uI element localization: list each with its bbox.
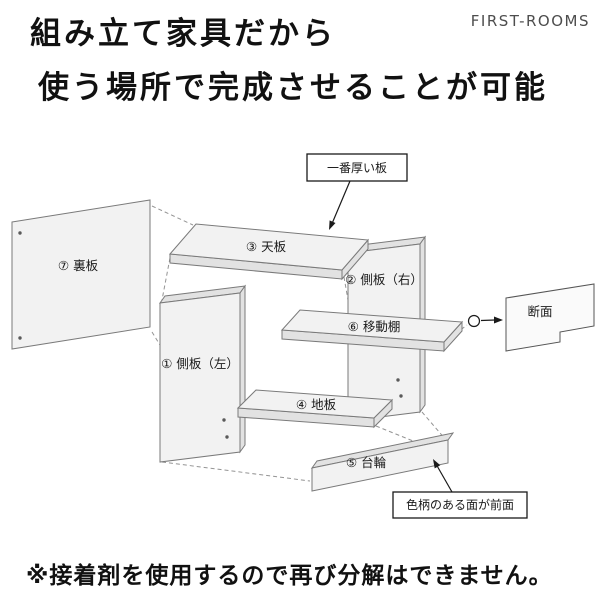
- cross-section-arrowhead: [494, 316, 503, 324]
- side-board-left-label: ① 側板（左）: [161, 356, 239, 371]
- callout-thickest-arrowhead: [329, 220, 336, 230]
- footnote: ※接着剤を使用するので再び分解はできません。: [26, 563, 553, 589]
- movable-shelf: ⑥ 移動棚: [280, 309, 464, 353]
- callout-thickest-label: 一番厚い板: [327, 161, 387, 175]
- callout-thickest-box: [306, 153, 408, 182]
- callout-front-arrow-line: [435, 463, 453, 493]
- movable-shelf-shape: [280, 309, 464, 343]
- base-board-label: ⑤ 台輪: [346, 455, 387, 470]
- brand-logo: FIRST-ROOMS: [470, 12, 590, 30]
- side-board-left-shape: [159, 292, 241, 463]
- callout-front-box: [392, 491, 528, 519]
- back-board: ⑦ 裏板: [11, 199, 151, 350]
- callout-front-label: 色柄のある面が前面: [406, 497, 514, 512]
- cross-section-arrow-line: [480, 319, 496, 322]
- callout-front-arrowhead: [433, 459, 441, 469]
- back-board-shape: [11, 199, 151, 350]
- side-board-left: ① 側板（左）: [158, 284, 247, 463]
- side-board-right-label: ② 側板（右）: [345, 272, 423, 287]
- callout-thickest-board: 一番厚い板: [306, 153, 408, 230]
- base-board: ⑤ 台輪: [310, 432, 455, 492]
- cross-section-label: 断面: [527, 304, 552, 319]
- callout-thickest-arrow-line: [330, 180, 351, 227]
- movable-shelf-label: ⑥ 移動棚: [348, 319, 401, 334]
- top-board-label: ③ 天板: [246, 239, 287, 254]
- headline-line1: 組み立て家具だから: [30, 16, 336, 52]
- top-board: ③ 天板: [168, 223, 370, 281]
- base-board-shape: [311, 439, 449, 492]
- cross-section-marker-circle: [467, 314, 481, 328]
- cross-section-shape: [505, 283, 595, 352]
- callout-front-face: 色柄のある面が前面: [392, 459, 528, 519]
- cross-section-detail: 断面: [467, 283, 595, 352]
- headline-line2: 使う場所で完成させることが可能: [38, 70, 548, 106]
- bottom-board: ④ 地板: [236, 389, 394, 429]
- top-board-shape: [168, 223, 370, 271]
- bottom-board-label: ④ 地板: [296, 397, 337, 412]
- bottom-board-shape: [236, 389, 394, 419]
- back-board-label: ⑦ 裏板: [58, 258, 99, 273]
